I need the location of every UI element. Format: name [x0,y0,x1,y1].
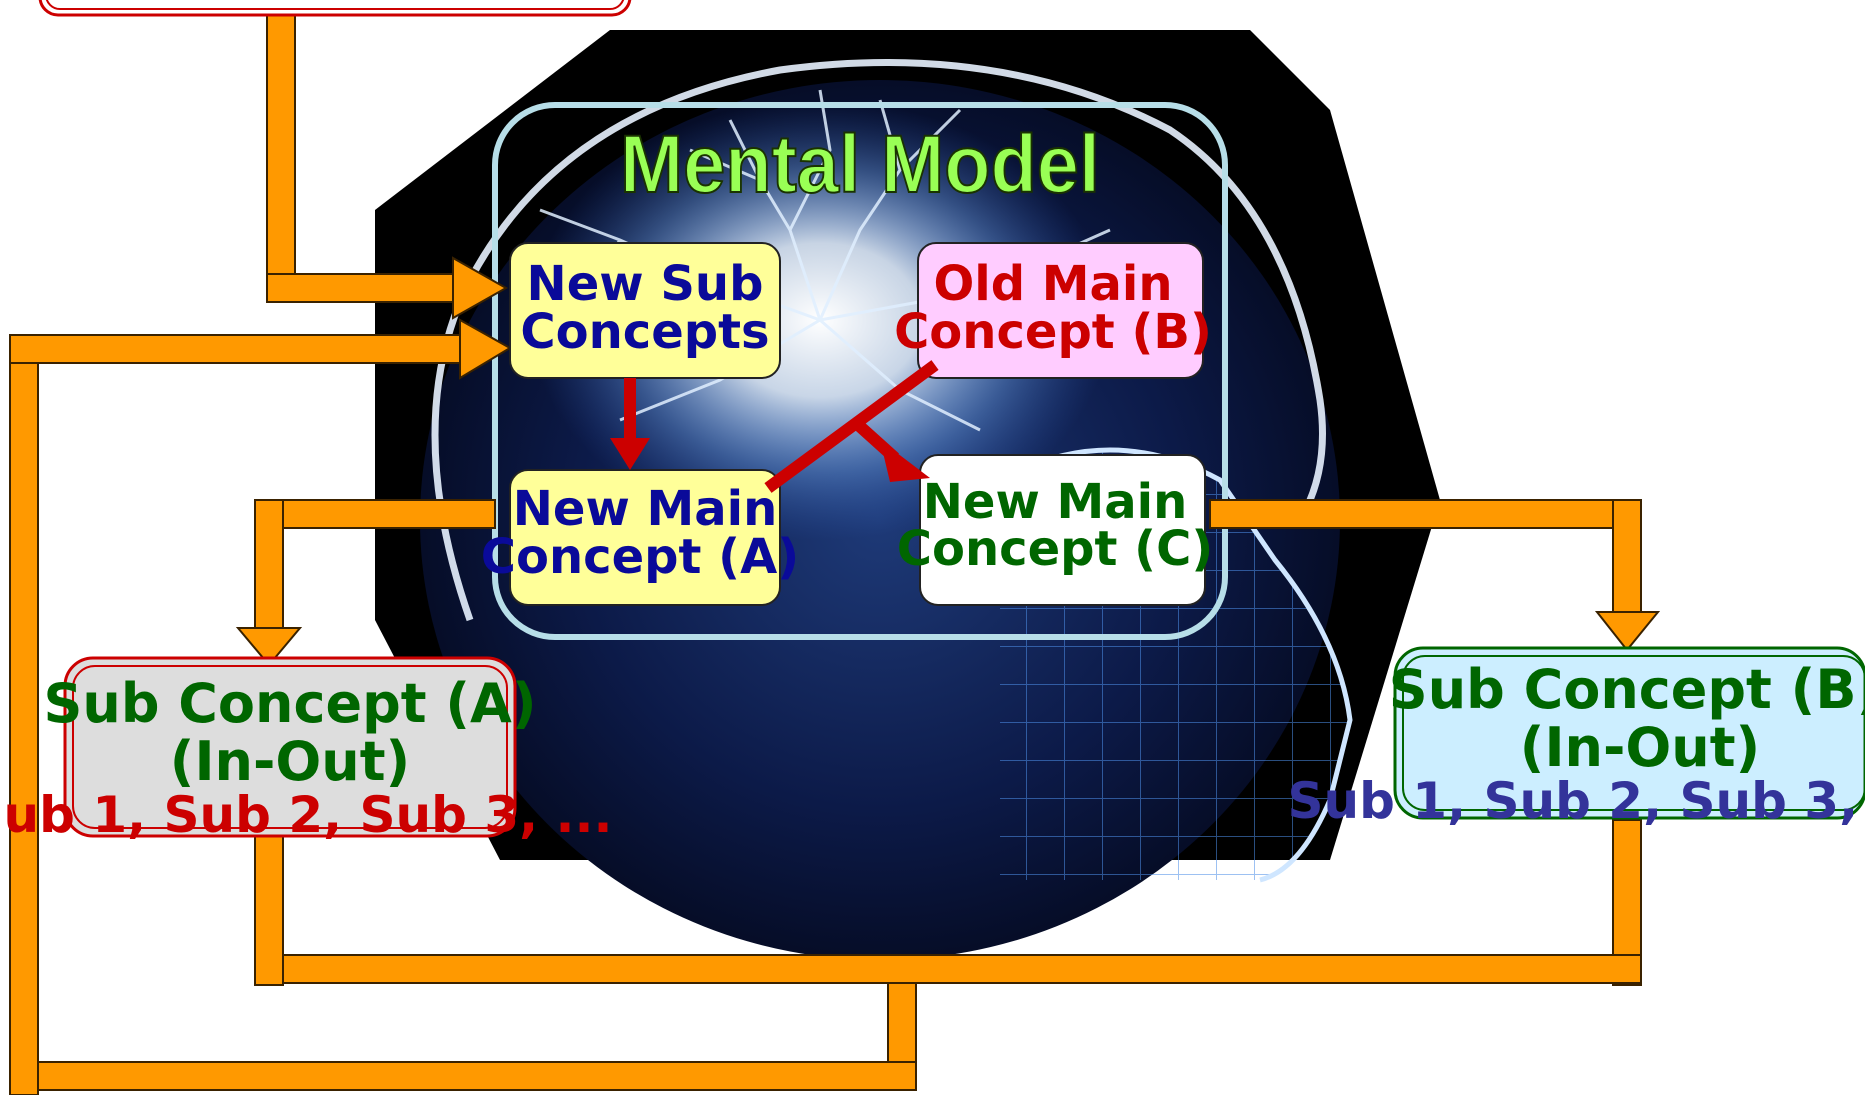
orange-connectors [9,0,1661,1095]
sub-concept-b-box: Sub Concept (B) (In-Out) Sub 1, Sub 2, S… [1288,646,1865,830]
svg-text:Old Main: Old Main [933,256,1172,312]
new-main-concept-a-box: New Main Concept (A) [481,469,799,606]
svg-text:New Main: New Main [923,474,1188,530]
svg-text:Concepts: Concepts [520,304,769,360]
svg-text:Sub Concept (A): Sub Concept (A) [43,672,536,735]
svg-text:Concept (C): Concept (C) [897,521,1214,577]
svg-text:New Main: New Main [513,481,778,537]
new-main-concept-c-box: New Main Concept (C) [897,454,1214,606]
mental-model-panel [492,102,1228,640]
svg-text:Concept (B): Concept (B) [894,304,1212,360]
svg-text:(In-Out): (In-Out) [1520,716,1760,779]
svg-text:Concept (A): Concept (A) [481,529,799,585]
svg-text:Sub 1, Sub 2, Sub 3, ...: Sub 1, Sub 2, Sub 3, ... [0,786,612,844]
top-input-box-edge [38,0,632,17]
red-arrows [610,360,939,493]
sub-concept-a-box: Sub Concept (A) (In-Out) Sub 1, Sub 2, S… [0,656,612,844]
svg-text:(In-Out): (In-Out) [170,730,410,793]
mental-model-title: Mental Model [620,119,1100,210]
new-sub-concepts-box: New Sub Concepts [509,242,781,379]
svg-text:Sub 1, Sub 2, Sub 3, ...: Sub 1, Sub 2, Sub 3, ... [1288,772,1865,830]
old-main-concept-box: Old Main Concept (B) [894,242,1212,379]
svg-text:New Sub: New Sub [527,256,764,312]
svg-text:Sub Concept (B): Sub Concept (B) [1389,658,1865,721]
